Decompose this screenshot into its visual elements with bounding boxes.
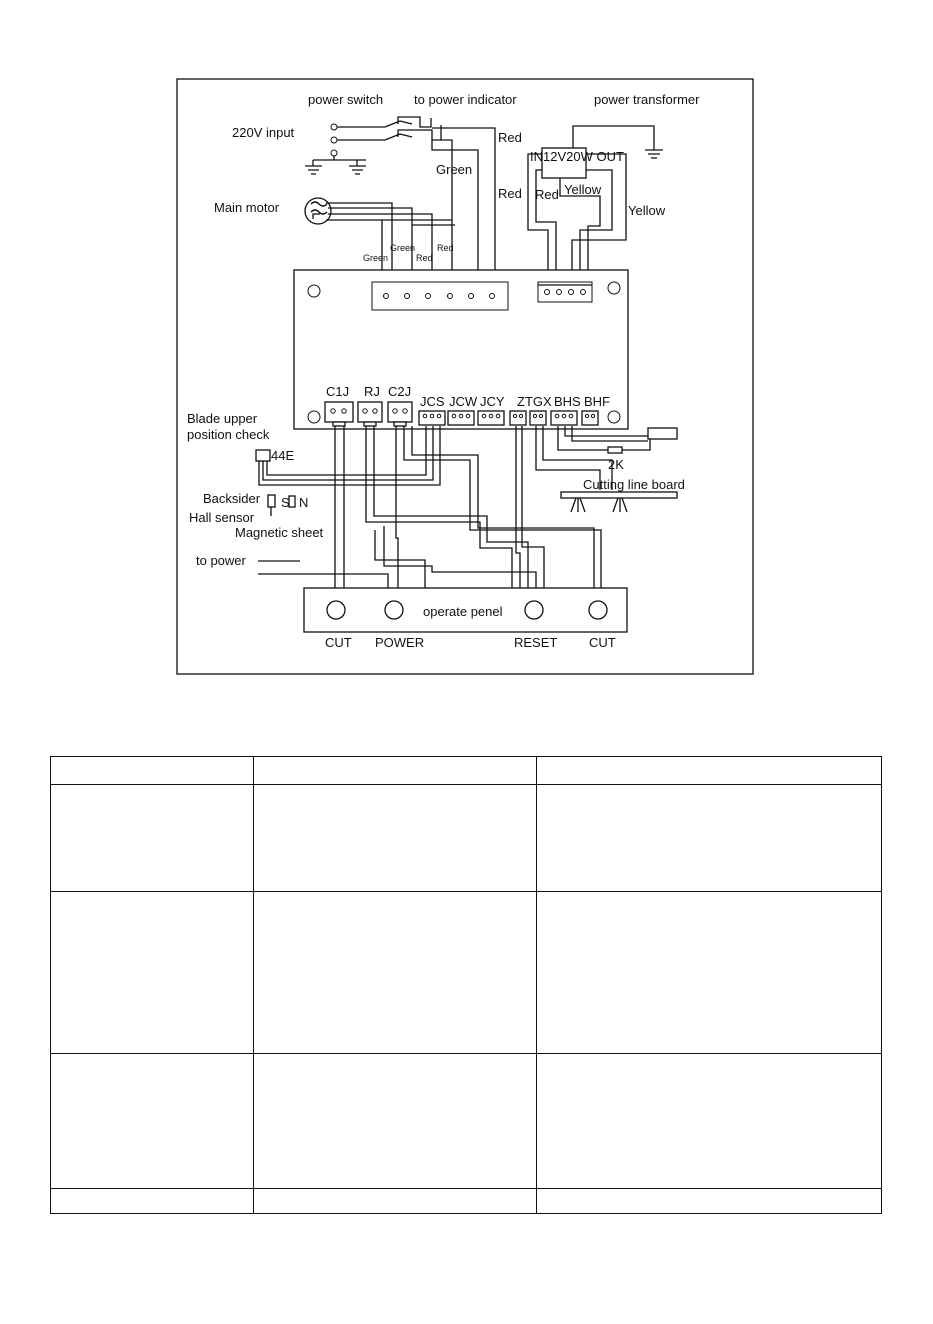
table-cell	[253, 1053, 537, 1189]
table-row	[50, 756, 882, 785]
table-cell	[50, 1188, 254, 1214]
table-cell	[536, 784, 882, 892]
hall-sensor-symbol	[267, 494, 296, 516]
connector-c1j: C1J	[326, 384, 349, 399]
connector-sockets	[324, 401, 599, 427]
label-red-small-1: Red	[437, 243, 454, 253]
table-cell	[253, 891, 537, 1054]
label-cutting-line-board: Cutting line board	[583, 477, 685, 492]
label-44e: 44E	[271, 448, 294, 463]
wiring-diagram: power switch to power indicator power tr…	[176, 78, 754, 675]
connector-bhf: BHF	[584, 394, 610, 409]
table-row	[50, 891, 882, 1054]
power-switch-symbol	[384, 116, 442, 141]
label-blade-upper-2: position check	[187, 427, 270, 442]
label-hall-sensor: Hall sensor	[189, 510, 255, 525]
transformer-box-label: IN12V20W OUT	[530, 149, 624, 164]
input-terminals	[305, 123, 385, 175]
table-row	[50, 1188, 882, 1214]
table-cell	[50, 756, 254, 785]
panel-label-cut-left: CUT	[325, 635, 352, 650]
power-transformer: IN12V20W OUT	[527, 125, 663, 270]
label-green-small-2: Green	[363, 253, 388, 263]
label-s: S	[281, 495, 290, 510]
main-motor-symbol	[304, 197, 455, 270]
table-cell	[536, 1188, 882, 1214]
label-n: N	[299, 495, 308, 510]
cutting-line-board	[557, 426, 678, 513]
connector-jcy: JCY	[480, 394, 505, 409]
table-cell	[50, 1053, 254, 1189]
label-power-switch: power switch	[308, 92, 383, 107]
connector-rj: RJ	[364, 384, 380, 399]
panel-label-power: POWER	[375, 635, 424, 650]
connector-c2j: C2J	[388, 384, 411, 399]
connector-jcw: JCW	[449, 394, 478, 409]
operate-panel	[303, 587, 628, 633]
label-220v-input: 220V input	[232, 125, 295, 140]
label-to-power: to power	[196, 553, 247, 568]
diagram-frame	[176, 78, 754, 675]
label-green-small-1: Green	[390, 243, 415, 253]
table-row	[50, 1053, 882, 1189]
table-cell	[50, 784, 254, 892]
cut-button-right-symbol	[588, 600, 608, 620]
label-yellow-1: Yellow	[564, 182, 602, 197]
label-main-motor: Main motor	[214, 200, 280, 215]
label-red-2: Red	[498, 186, 522, 201]
label-backsider: Backsider	[203, 491, 261, 506]
label-red-small-2: Red	[416, 253, 433, 263]
cut-button-left-symbol	[326, 600, 346, 620]
panel-wiring	[334, 426, 613, 588]
label-to-power-indicator: to power indicator	[414, 92, 517, 107]
table-cell	[253, 756, 537, 785]
table-cell	[536, 891, 882, 1054]
label-yellow-2: Yellow	[628, 203, 666, 218]
label-magnetic-sheet: Magnetic sheet	[235, 525, 324, 540]
reset-button-symbol	[524, 600, 544, 620]
label-green-big: Green	[436, 162, 472, 177]
label-operate-panel: operate penel	[423, 604, 503, 619]
connector-ztgx: ZTGX	[517, 394, 552, 409]
connector-jcs: JCS	[420, 394, 445, 409]
panel-label-cut-right: CUT	[589, 635, 616, 650]
table-row	[50, 784, 882, 892]
table-cell	[253, 784, 537, 892]
table-cell	[536, 1053, 882, 1189]
power-button-symbol	[384, 600, 404, 620]
panel-label-reset: RESET	[514, 635, 557, 650]
table-cell	[253, 1188, 537, 1214]
label-2k: 2K	[608, 457, 624, 472]
label-power-transformer: power transformer	[594, 92, 700, 107]
table-cell	[50, 891, 254, 1054]
label-blade-upper-1: Blade upper	[187, 411, 258, 426]
connector-bhs: BHS	[554, 394, 581, 409]
label-red-1: Red	[498, 130, 522, 145]
label-red-3: Red	[535, 187, 559, 202]
table-cell	[536, 756, 882, 785]
spec-table	[50, 756, 882, 1214]
